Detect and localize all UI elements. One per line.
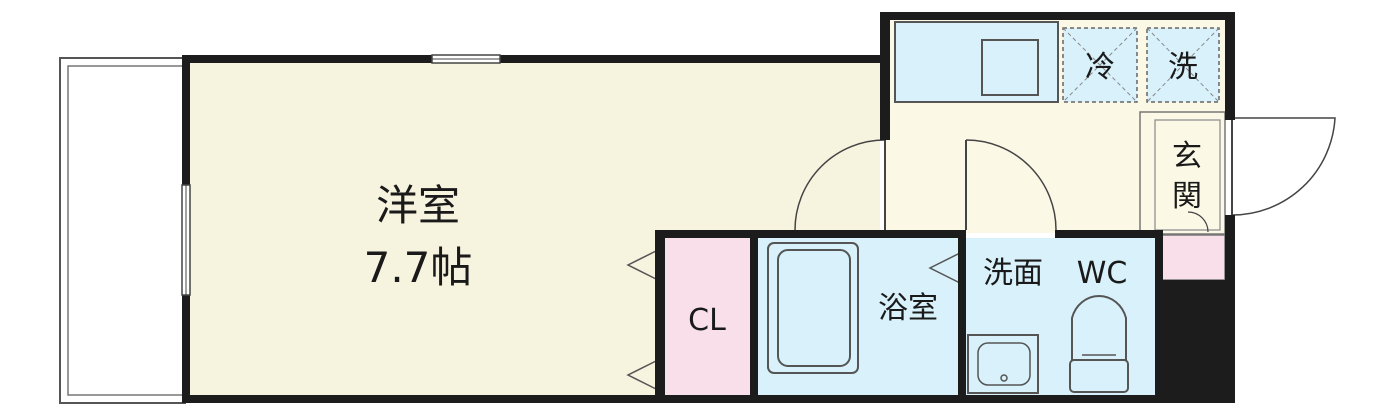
kitchen-counter — [894, 21, 1059, 103]
bath-door-mark — [928, 252, 961, 284]
sink-vanity — [967, 334, 1039, 394]
closet-label: CL — [688, 303, 726, 338]
closet-door-marks — [626, 249, 659, 391]
balcony — [59, 57, 186, 404]
window-balcony — [181, 184, 191, 296]
window-top — [431, 54, 501, 64]
door-swing-room — [794, 139, 886, 231]
washer-space — [1146, 27, 1220, 103]
closet-floor — [665, 238, 753, 395]
walls — [182, 12, 1235, 403]
entrance-label-top: 玄 — [1172, 139, 1202, 174]
door-swing-entrance — [1187, 117, 1336, 233]
western-room-area: 7.7帖 — [364, 243, 473, 292]
door-swing-washroom — [965, 139, 1057, 231]
fridge-label: 冷 — [1085, 50, 1115, 85]
entrance-label-bottom: 関 — [1172, 179, 1202, 214]
toilet-fixture — [1069, 294, 1129, 393]
fridge-space — [1062, 27, 1138, 103]
entrance — [1139, 111, 1226, 281]
bathtub — [767, 242, 859, 374]
washer-label: 洗 — [1168, 50, 1198, 85]
washroom-label: 洗面 — [983, 256, 1043, 291]
western-room-label: 洋室 — [376, 181, 460, 230]
toilet-label: WC — [1077, 256, 1128, 291]
bath-label: 浴室 — [878, 291, 938, 326]
